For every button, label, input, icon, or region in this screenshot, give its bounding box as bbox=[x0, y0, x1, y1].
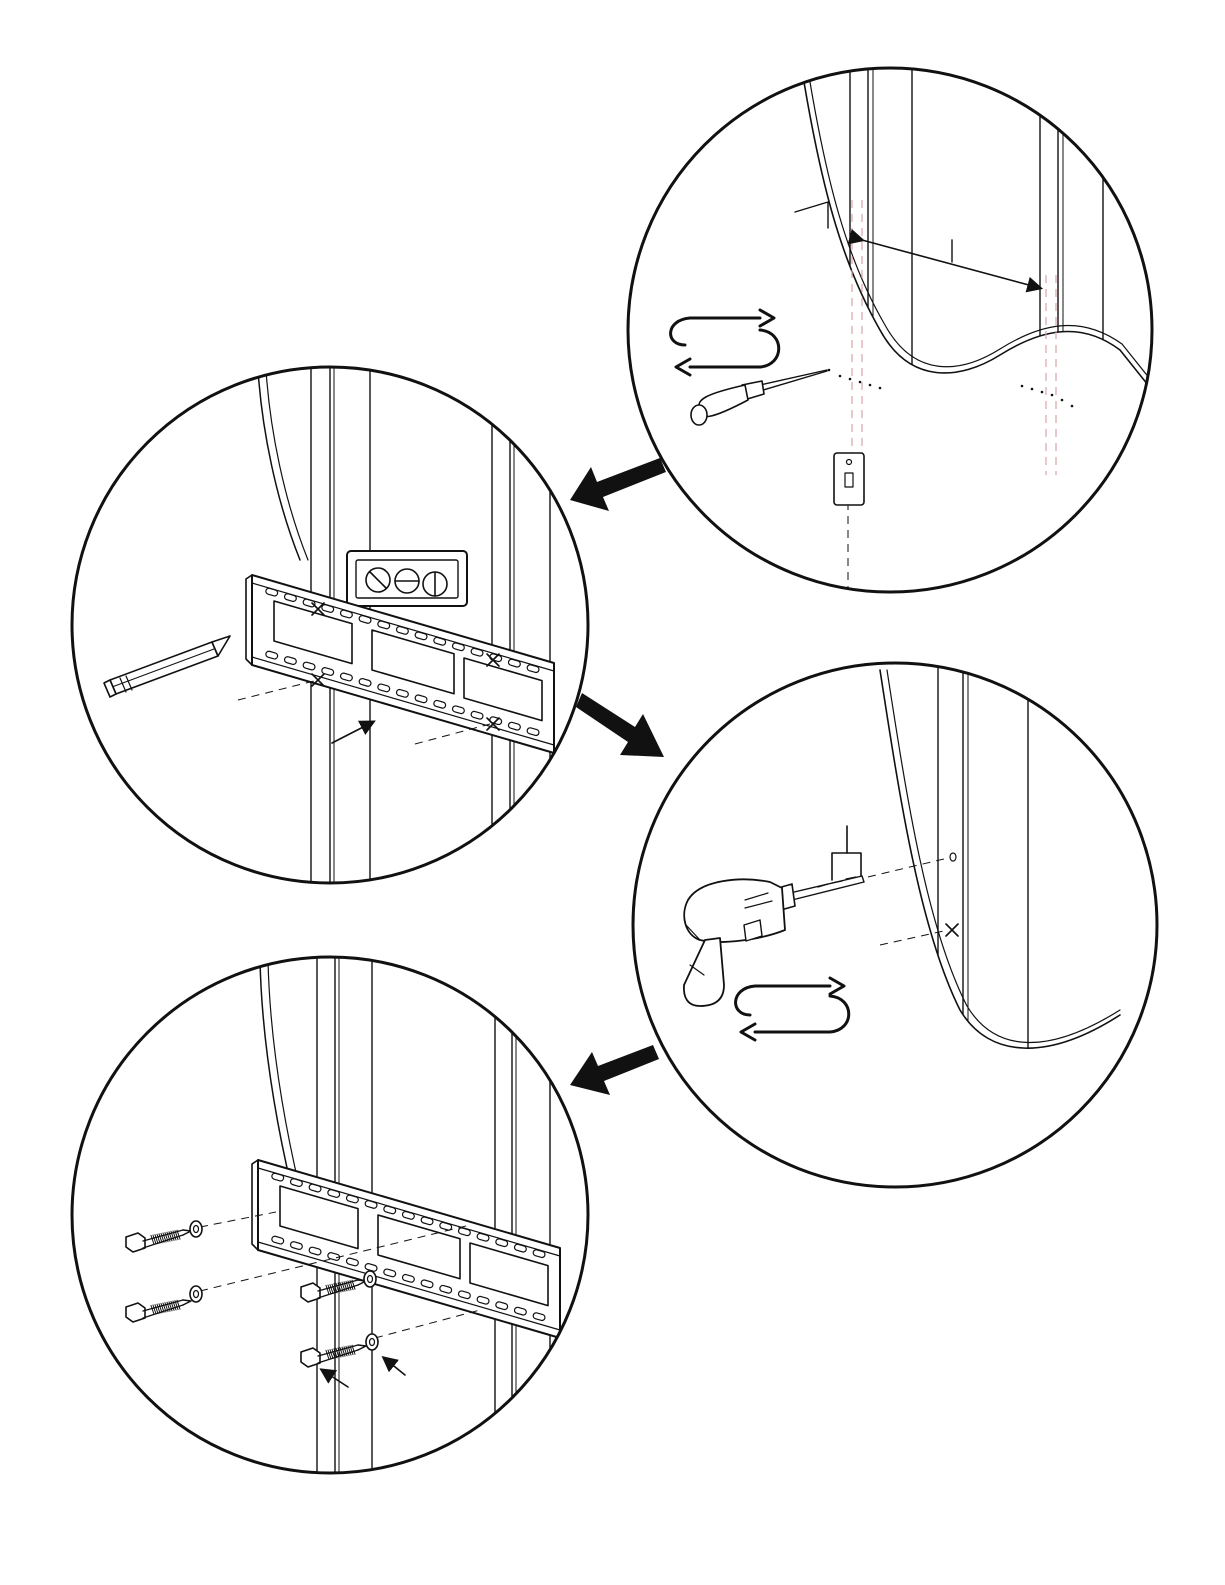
washer-icon bbox=[364, 1271, 376, 1287]
washer-icon bbox=[190, 1221, 202, 1237]
panel-drill-pilot-holes bbox=[600, 660, 1180, 1200]
panel-locate-studs bbox=[628, 40, 1180, 700]
washer-icon bbox=[366, 1334, 378, 1350]
arrow-to-attach bbox=[570, 1045, 659, 1095]
panel-mark-holes bbox=[72, 360, 588, 900]
level-icon bbox=[347, 551, 467, 606]
light-switch-icon bbox=[834, 453, 864, 505]
panel-attach-plate bbox=[72, 950, 588, 1490]
arrow-to-mark bbox=[570, 458, 666, 511]
arrow-to-drill bbox=[576, 693, 664, 757]
washer-icon bbox=[190, 1286, 202, 1302]
